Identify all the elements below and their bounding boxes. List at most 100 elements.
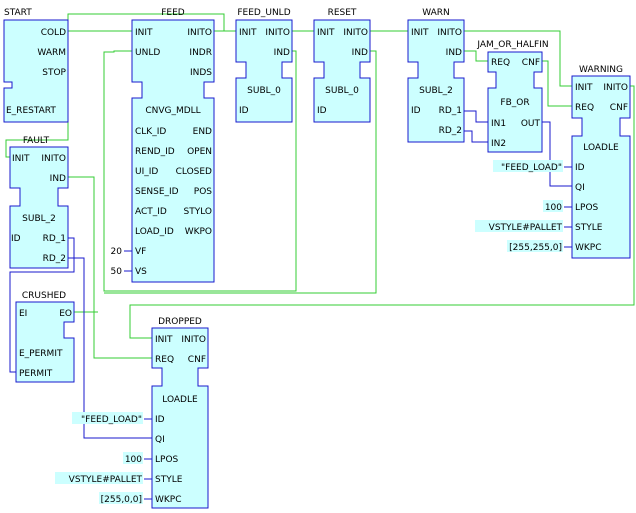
feed-name: FEED — [161, 8, 185, 18]
jam-out[interactable]: OUT — [521, 119, 541, 129]
feedunld-id[interactable]: ID — [239, 106, 249, 116]
feedunld-type: SUBL_0 — [247, 86, 281, 96]
jam-in2[interactable]: IN2 — [491, 139, 506, 149]
jam-req[interactable]: REQ — [491, 58, 510, 68]
warning-type: LOADLE — [583, 143, 619, 153]
block-reset[interactable]: RESET INIT INITO IND SUBL_0 ID — [313, 8, 371, 123]
block-dropped[interactable]: DROPPED INIT INITO REQ CNF LOADLE ID QI … — [55, 317, 209, 509]
crushed-permit[interactable]: PERMIT — [19, 369, 53, 379]
dropped-inito[interactable]: INITO — [181, 335, 206, 345]
dropped-style-const: VSTYLE#PALLET — [69, 475, 143, 485]
wire-warning-inito-to-dropped-init — [129, 85, 635, 339]
feed-inds[interactable]: INDS — [190, 68, 212, 78]
feed-indr[interactable]: INDR — [189, 48, 212, 58]
warn-rd1[interactable]: RD_1 — [439, 106, 462, 116]
fault-inito[interactable]: INITO — [41, 154, 66, 164]
warning-in-qi[interactable]: QI — [575, 183, 585, 193]
block-fault[interactable]: FAULT INIT INITO IND SUBL_2 ID RD_1 RD_2 — [9, 136, 69, 269]
feed-wkpo[interactable]: WKPO — [185, 227, 212, 237]
jam-cnf[interactable]: CNF — [522, 58, 540, 68]
feed-ui-id[interactable]: UI_ID — [135, 167, 158, 177]
reset-init[interactable]: INIT — [317, 28, 335, 38]
warn-inito[interactable]: INITO — [437, 28, 462, 38]
fault-ind[interactable]: IND — [50, 174, 66, 184]
feed-type: CNVG_MDLL — [145, 106, 200, 116]
warning-in-wkpc[interactable]: WKPC — [575, 243, 602, 253]
reset-id[interactable]: ID — [317, 106, 327, 116]
block-jam-or-halfin[interactable]: JAM_OR_HALFIN REQ CNF FB_OR IN1 OUT IN2 — [476, 40, 549, 153]
warning-cnf[interactable]: CNF — [610, 103, 628, 113]
dropped-in-qi[interactable]: QI — [155, 435, 165, 445]
dropped-in-id[interactable]: ID — [155, 415, 165, 425]
warning-init[interactable]: INIT — [575, 83, 593, 93]
reset-inito[interactable]: INITO — [343, 28, 368, 38]
feed-vs[interactable]: VS — [135, 267, 147, 277]
warn-rd2[interactable]: RD_2 — [439, 126, 462, 136]
block-warn[interactable]: WARN INIT INITO IND SUBL_2 ID RD_1 RD_2 — [407, 8, 465, 143]
start-stop[interactable]: STOP — [42, 68, 66, 78]
jam-name: JAM_OR_HALFIN — [476, 40, 548, 50]
block-feed-unld[interactable]: FEED_UNLD INIT INITO IND SUBL_0 ID — [235, 8, 293, 123]
feed-open[interactable]: OPEN — [187, 147, 212, 157]
wire-fault-rd1-to-crushed-permit — [9, 237, 75, 373]
dropped-req[interactable]: REQ — [155, 355, 174, 365]
block-warning[interactable]: WARNING INIT INITO REQ CNF LOADLE ID QI … — [475, 65, 631, 259]
crushed-ei[interactable]: EI — [19, 309, 27, 319]
dropped-cnf[interactable]: CNF — [188, 355, 206, 365]
jam-in1[interactable]: IN1 — [491, 119, 506, 129]
warning-inito[interactable]: INITO — [603, 83, 628, 93]
fault-type: SUBL_2 — [22, 214, 56, 224]
feed-vf[interactable]: VF — [135, 247, 146, 257]
feedunld-inito[interactable]: INITO — [265, 28, 290, 38]
feed-clk-id[interactable]: CLK_ID — [135, 127, 166, 137]
dropped-in-lpos[interactable]: LPOS — [155, 455, 179, 465]
feed-pos[interactable]: POS — [194, 187, 213, 197]
feed-inito[interactable]: INITO — [187, 28, 212, 38]
fault-rd2[interactable]: RD_2 — [43, 254, 66, 264]
feed-vs-const: 50 — [111, 267, 123, 277]
feed-closed[interactable]: CLOSED — [176, 167, 212, 177]
start-cold[interactable]: COLD — [41, 28, 66, 38]
feed-act-id[interactable]: ACT_ID — [135, 207, 167, 217]
block-crushed[interactable]: CRUSHED EI EO E_PERMIT PERMIT — [15, 291, 75, 383]
fault-init[interactable]: INIT — [12, 154, 30, 164]
warning-id-const: "FEED_LOAD" — [501, 163, 562, 173]
feed-sense-id[interactable]: SENSE_ID — [135, 187, 179, 197]
start-warm[interactable]: WARM — [37, 48, 66, 58]
feed-end[interactable]: END — [193, 127, 212, 137]
feed-init[interactable]: INIT — [135, 28, 153, 38]
feed-rend-id[interactable]: REND_ID — [135, 147, 175, 157]
wire-warn-rd1-to-jam-in1 — [464, 110, 488, 123]
warn-name: WARN — [422, 8, 450, 18]
warning-in-id[interactable]: ID — [575, 163, 585, 173]
warn-id[interactable]: ID — [411, 106, 421, 116]
dropped-lpos-const: 100 — [125, 455, 142, 465]
crushed-eo[interactable]: EO — [59, 309, 72, 319]
fault-rd1[interactable]: RD_1 — [43, 234, 66, 244]
crushed-e-permit[interactable]: E_PERMIT — [19, 349, 63, 359]
warning-in-lpos[interactable]: LPOS — [575, 203, 599, 213]
wire-warn-inito-to-warning-init — [464, 30, 572, 87]
fault-id[interactable]: ID — [11, 234, 21, 244]
wire-fault-rd2-to-dropped-qi — [68, 257, 152, 439]
warn-init[interactable]: INIT — [411, 28, 429, 38]
block-start[interactable]: START COLD WARM STOP E_RESTART — [3, 8, 69, 123]
feed-stylo[interactable]: STYLO — [184, 207, 213, 217]
feedunld-ind[interactable]: IND — [274, 48, 290, 58]
start-e-restart[interactable]: E_RESTART — [6, 106, 56, 116]
reset-ind[interactable]: IND — [352, 48, 368, 58]
dropped-wkpc-const: [255,0,0] — [101, 495, 142, 505]
warn-ind[interactable]: IND — [446, 48, 462, 58]
crushed-name: CRUSHED — [22, 291, 66, 301]
warning-req[interactable]: REQ — [575, 103, 594, 113]
dropped-in-style[interactable]: STYLE — [155, 475, 183, 485]
dropped-init[interactable]: INIT — [155, 335, 173, 345]
dropped-in-wkpc[interactable]: WKPC — [155, 495, 182, 505]
feed-vf-const: 20 — [111, 247, 123, 257]
warning-in-style[interactable]: STYLE — [575, 223, 603, 233]
feedunld-init[interactable]: INIT — [239, 28, 257, 38]
feed-load-id[interactable]: LOAD_ID — [135, 227, 174, 237]
feed-unld[interactable]: UNLD — [135, 48, 160, 58]
block-feed[interactable]: FEED INIT UNLD INITO INDR INDS CNVG_MDLL… — [111, 8, 215, 283]
